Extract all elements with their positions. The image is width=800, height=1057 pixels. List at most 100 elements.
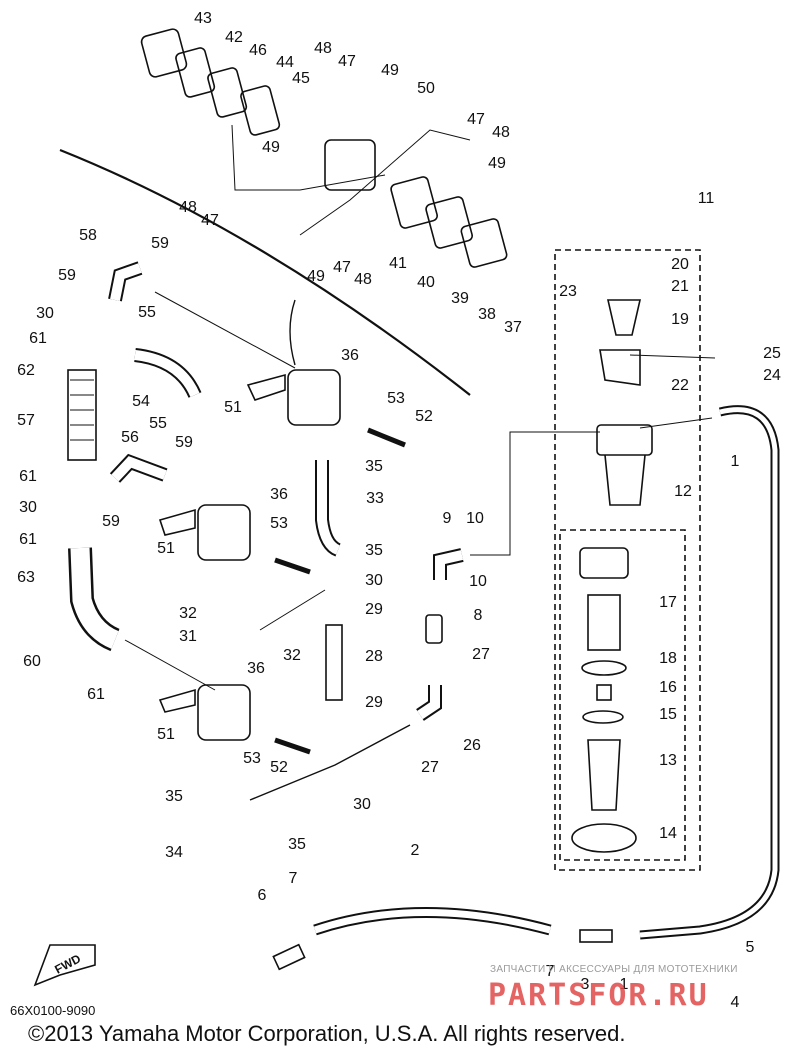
- line-upper-a: [231, 124, 386, 191]
- callout-29: 29: [365, 601, 383, 618]
- callout-50: 50: [417, 80, 435, 97]
- diaphragm-46: [207, 67, 248, 118]
- callout-35c: 35: [165, 788, 183, 805]
- hose-57-62: [67, 369, 97, 461]
- callout-53b: 53: [270, 515, 288, 532]
- o-ring-15: [582, 710, 624, 724]
- callout-27b: 27: [421, 759, 439, 776]
- callout-47d: 47: [333, 259, 351, 276]
- callout-29b: 29: [365, 694, 383, 711]
- diagram-code: 66X0100-9090: [10, 1003, 96, 1018]
- callout-49d: 49: [307, 268, 325, 285]
- callout-33: 33: [366, 490, 384, 507]
- callout-40: 40: [417, 274, 435, 291]
- callout-35d: 35: [288, 836, 306, 853]
- callout-12: 12: [674, 483, 692, 500]
- callout-5: 5: [745, 939, 755, 956]
- callout-59c: 59: [175, 434, 193, 451]
- filter-bowl-12: [604, 454, 646, 506]
- callout-1b: 1: [619, 976, 629, 993]
- callout-37: 37: [504, 319, 522, 336]
- callout-32: 32: [179, 605, 197, 622]
- callout-47b: 47: [467, 111, 485, 128]
- callout-2: 2: [410, 842, 420, 859]
- callout-14: 14: [659, 825, 677, 842]
- cover-43: [140, 28, 188, 78]
- hose-54-inner: [134, 350, 200, 398]
- callout-28: 28: [365, 648, 383, 665]
- callout-17: 17: [659, 594, 677, 611]
- line-upper-b: [299, 129, 471, 236]
- callout-55a: 55: [138, 304, 156, 321]
- callout-15: 15: [659, 706, 677, 723]
- callout-61a: 61: [29, 330, 47, 347]
- cover-39: [460, 218, 508, 268]
- filter-element-box: [559, 529, 686, 861]
- hose-5-inner: [639, 407, 778, 938]
- section-divider: [59, 148, 471, 396]
- ring-nut-14: [571, 823, 637, 853]
- callout-27: 27: [472, 646, 490, 663]
- line-9-to-filter: [470, 431, 600, 556]
- callout-44: 44: [276, 54, 294, 71]
- callout-30b: 30: [19, 499, 37, 516]
- filter-cap: [596, 424, 653, 456]
- callout-49b: 49: [262, 139, 280, 156]
- callout-48d: 48: [354, 271, 372, 288]
- callout-10b: 10: [469, 573, 487, 590]
- callout-63: 63: [17, 569, 35, 586]
- line-32-to-30: [259, 589, 326, 631]
- callout-52b: 52: [270, 759, 288, 776]
- callout-4: 4: [730, 994, 740, 1011]
- callout-46: 46: [249, 42, 267, 59]
- fuel-pump-top: [287, 369, 341, 426]
- gasket-42: [175, 47, 216, 98]
- hose-56-inner: [111, 456, 167, 482]
- line-fuel-return: [249, 724, 411, 801]
- callout-47c: 47: [201, 212, 219, 229]
- plate-51-bottom: [158, 688, 196, 713]
- callout-30c: 30: [365, 572, 383, 589]
- gasket-41: [390, 176, 438, 229]
- callout-53a: 53: [387, 390, 405, 407]
- callout-36a: 36: [341, 347, 359, 364]
- callout-22: 22: [671, 377, 689, 394]
- callout-39: 39: [451, 290, 469, 307]
- hose-57-texture: [70, 379, 94, 441]
- plate-51-middle: [158, 508, 196, 536]
- callout-18: 18: [659, 650, 677, 667]
- plate-46: [240, 85, 281, 136]
- callout-26: 26: [463, 737, 481, 754]
- line-61-to-pump: [124, 639, 216, 691]
- callout-61b: 61: [19, 468, 37, 485]
- callout-24: 24: [763, 367, 781, 384]
- callout-16: 16: [659, 679, 677, 696]
- callout-36b: 36: [270, 486, 288, 503]
- hose-33-inner: [317, 460, 341, 555]
- callout-21: 21: [671, 278, 689, 295]
- callout-42: 42: [225, 29, 243, 46]
- fuel-pump-upper: [324, 139, 376, 191]
- hose-58-inner: [110, 263, 142, 301]
- plate-51-top: [246, 373, 286, 401]
- line-25-to-bracket: [629, 354, 716, 359]
- callout-41: 41: [389, 255, 407, 272]
- hose-5-outer: [639, 405, 780, 940]
- fuel-pump-bottom: [197, 684, 251, 741]
- callout-55b: 55: [149, 415, 167, 432]
- callout-11: 11: [697, 190, 715, 207]
- callout-52a: 52: [415, 408, 433, 425]
- callout-34: 34: [165, 844, 183, 861]
- callout-56: 56: [121, 429, 139, 446]
- callout-61c: 61: [19, 531, 37, 548]
- callout-7b: 7: [545, 963, 555, 980]
- callout-9: 9: [442, 510, 452, 527]
- callout-45: 45: [292, 70, 310, 87]
- callout-8: 8: [473, 607, 483, 624]
- bracket-22: [599, 349, 641, 386]
- callout-6: 6: [257, 887, 267, 904]
- hose-60-inner: [70, 547, 119, 649]
- fitting-6: [272, 943, 306, 971]
- callout-53c: 53: [243, 750, 261, 767]
- callout-36c: 36: [247, 660, 265, 677]
